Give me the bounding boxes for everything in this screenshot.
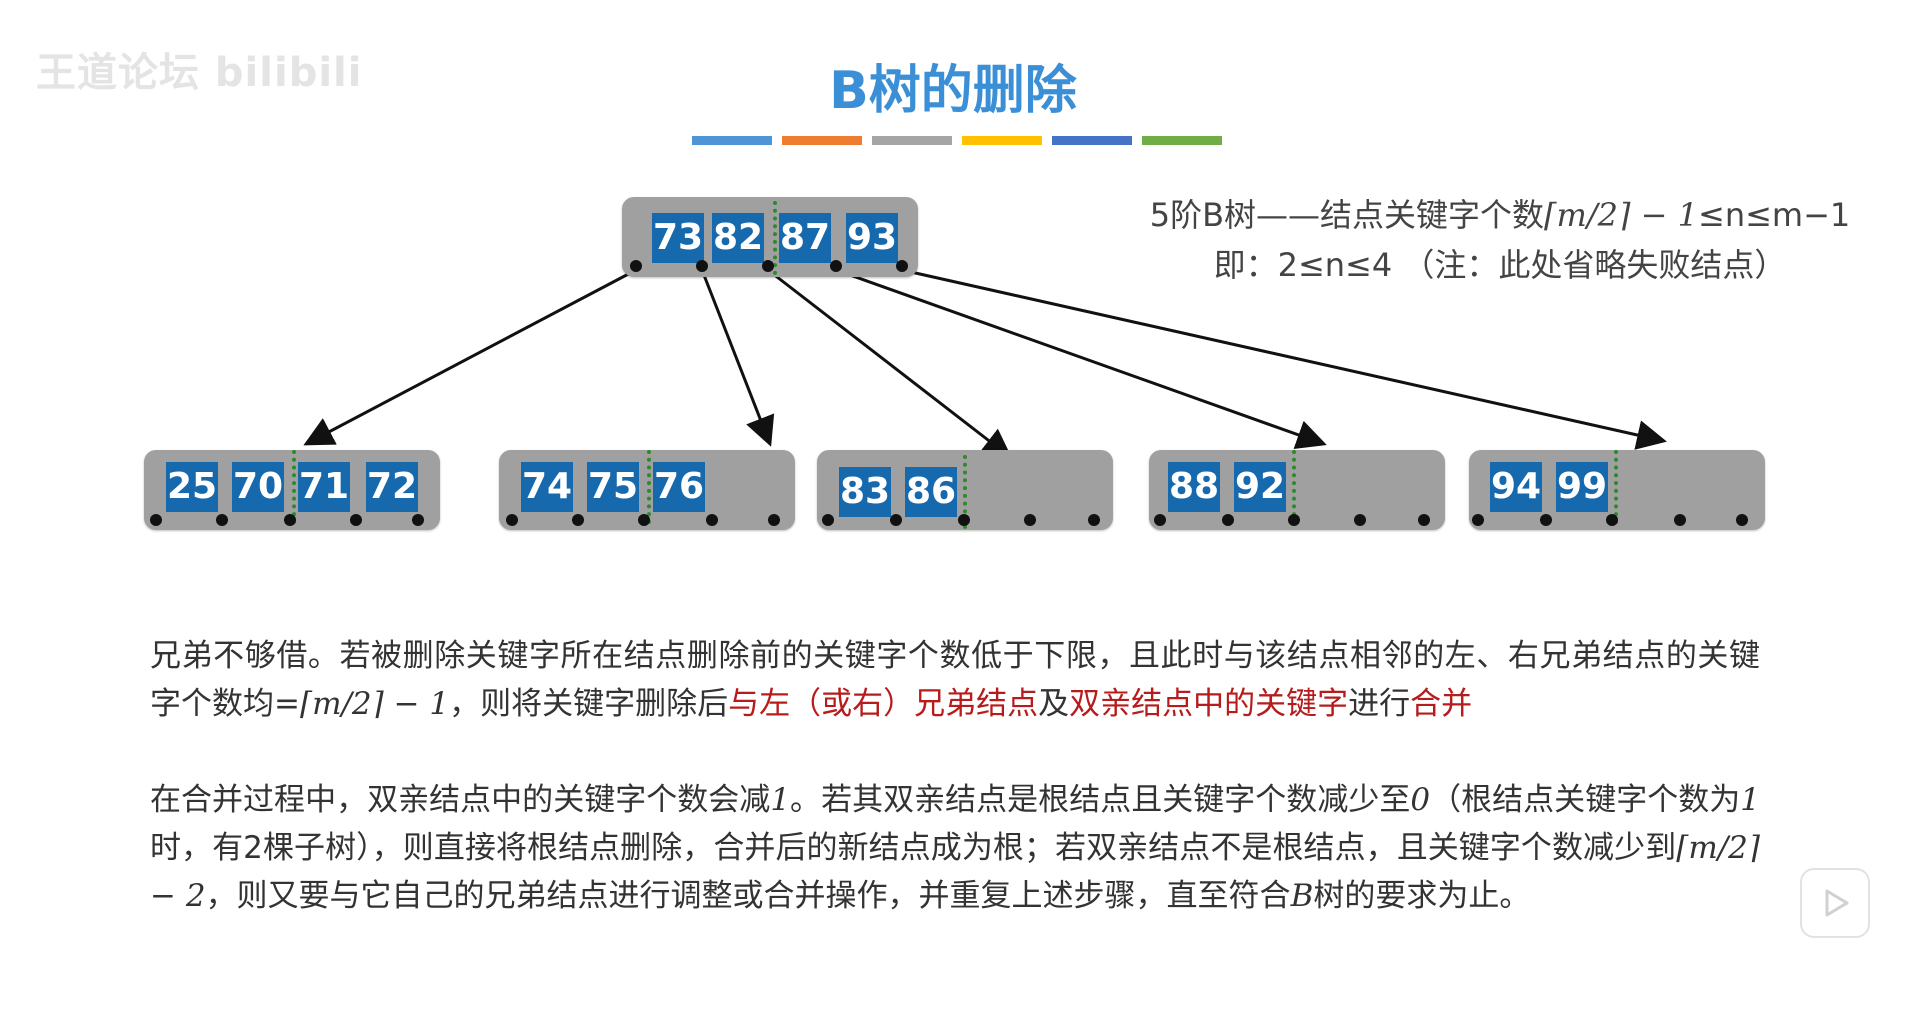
child-pointer-dot [890, 514, 902, 526]
p2-math-4: B [1290, 878, 1314, 914]
min-keys-divider [1614, 450, 1618, 524]
tree-edge [835, 268, 1327, 450]
child-pointer-dot [412, 514, 424, 526]
p2-math-1: 1 [770, 782, 791, 818]
p2-formula: ⌈m/2⌉ − 2 [150, 830, 1760, 914]
tree-edges [303, 268, 1667, 459]
key-76: 76 [653, 462, 705, 512]
child-pointer-dot [1088, 514, 1100, 526]
header-color-bar [692, 136, 772, 145]
p1-text-5: 进行 [1348, 686, 1411, 722]
child-pointer-dot [762, 260, 774, 272]
key-71: 71 [298, 462, 350, 512]
min-keys-divider [963, 455, 967, 529]
play-button[interactable] [1800, 868, 1870, 938]
legend-line-2: 即：2≤n≤4 （注：此处省略失败结点） [1213, 246, 1787, 284]
p2-text-2: 。若其双亲结点是根结点且关键字个数减少至 [790, 782, 1411, 818]
p2-text-5: ，则又要与它自己的兄弟结点进行调整或合并操作，并重复上述步骤，直至符合 [205, 878, 1291, 914]
child-pointer-dot [350, 514, 362, 526]
min-keys-divider [292, 450, 296, 524]
tree-edge [767, 268, 1013, 459]
p2-math-2: 0 [1410, 782, 1431, 818]
tree-edge [901, 268, 1667, 450]
watermark-logo: 王道论坛 bilibili [36, 50, 363, 96]
header-color-bar [1142, 136, 1222, 145]
child-pointer-dot [958, 514, 970, 526]
child-pointer-dot [768, 514, 780, 526]
key-88: 88 [1168, 462, 1220, 512]
child-pointer-dot [150, 514, 162, 526]
p2-text-6: 树的要求为止。 [1313, 878, 1531, 914]
child-pointer-dot [1154, 514, 1166, 526]
p2-text-3: （根结点关键字个数为 [1430, 782, 1741, 818]
child-pointer-dot [1674, 514, 1686, 526]
key-82: 82 [712, 213, 764, 263]
child-pointer-dot [830, 260, 842, 272]
child-pointer-dot [572, 514, 584, 526]
child-pointer-dot [1736, 514, 1748, 526]
key-93: 93 [846, 213, 898, 263]
key-73: 73 [652, 213, 704, 263]
key-72: 72 [366, 462, 418, 512]
min-keys-divider [647, 450, 651, 524]
key-87: 87 [779, 213, 831, 263]
p2-text-4: 时，有2棵子树），则直接将根结点删除，合并后的新结点成为根；若双亲结点不是根结点… [150, 830, 1677, 866]
child-pointer-dot [1024, 514, 1036, 526]
key-92: 92 [1234, 462, 1286, 512]
child-pointer-dot [284, 514, 296, 526]
key-25: 25 [166, 462, 218, 512]
p2-text-1: 在合并过程中，双亲结点中的关键字个数会减 [150, 782, 771, 818]
play-icon [1825, 889, 1849, 917]
child-pointer-dot [822, 514, 834, 526]
legend-line-1-prefix: 5阶B树——结点关键字个数 [1149, 196, 1545, 234]
legend-formula: ⌈m/2⌉ − 1 [1544, 196, 1699, 234]
child-pointer-dot [696, 260, 708, 272]
tree-edge [303, 268, 637, 446]
key-75: 75 [587, 462, 639, 512]
child-pointer-dot [706, 514, 718, 526]
p1-text-3: ，则将关键字删除后 [449, 686, 729, 722]
header-color-bar [872, 136, 952, 145]
legend-line-1: 5阶B树——结点关键字个数⌈m/2⌉ − 1≤n≤m−1 [1120, 190, 1880, 236]
p1-formula: ⌈m/2⌉ − 1 [299, 686, 450, 722]
child-pointer-dot [1354, 514, 1366, 526]
paragraph-merge-process: 在合并过程中，双亲结点中的关键字个数会减1。若其双亲结点是根结点且关键字个数减少… [150, 776, 1760, 920]
p1-text-2: 点的关键字个数均= [150, 638, 1761, 722]
child-pointer-dot [506, 514, 518, 526]
key-83: 83 [839, 467, 891, 517]
child-pointer-dot [630, 260, 642, 272]
child-pointer-dot [638, 514, 650, 526]
p1-highlight-merge: 合并 [1410, 686, 1473, 722]
key-70: 70 [232, 462, 284, 512]
header-color-bar [782, 136, 862, 145]
min-keys-divider [773, 201, 777, 275]
p1-text-1: 兄弟不够借。若被删除关键字所在结点删除前的关键字个数低于下限，且此时与该结点相邻… [150, 638, 1635, 674]
p1-highlight-sibling: 与左（或右）兄弟结点 [728, 686, 1039, 722]
legend-line-1-suffix: ≤n≤m−1 [1698, 196, 1851, 234]
header-color-bar [962, 136, 1042, 145]
child-pointer-dot [1540, 514, 1552, 526]
key-99: 99 [1556, 462, 1608, 512]
key-74: 74 [521, 462, 573, 512]
child-pointer-dot [1222, 514, 1234, 526]
header-color-bar [1052, 136, 1132, 145]
p1-highlight-parent-key: 双亲结点中的关键字 [1069, 686, 1349, 722]
child-pointer-dot [1418, 514, 1430, 526]
child-pointer-dot [896, 260, 908, 272]
p2-math-3: 1 [1740, 782, 1761, 818]
tree-edge [700, 269, 775, 447]
page-title: B树的删除 [829, 61, 1077, 121]
child-pointer-dot [1288, 514, 1300, 526]
min-keys-divider [1292, 450, 1296, 524]
key-94: 94 [1490, 462, 1542, 512]
paragraph-merge-rule: 兄弟不够借。若被删除关键字所在结点删除前的关键字个数低于下限，且此时与该结点相邻… [150, 632, 1760, 728]
child-pointer-dot [216, 514, 228, 526]
child-pointer-dot [1606, 514, 1618, 526]
key-86: 86 [905, 467, 957, 517]
p1-text-4: 及 [1038, 686, 1070, 722]
child-pointer-dot [1472, 514, 1484, 526]
